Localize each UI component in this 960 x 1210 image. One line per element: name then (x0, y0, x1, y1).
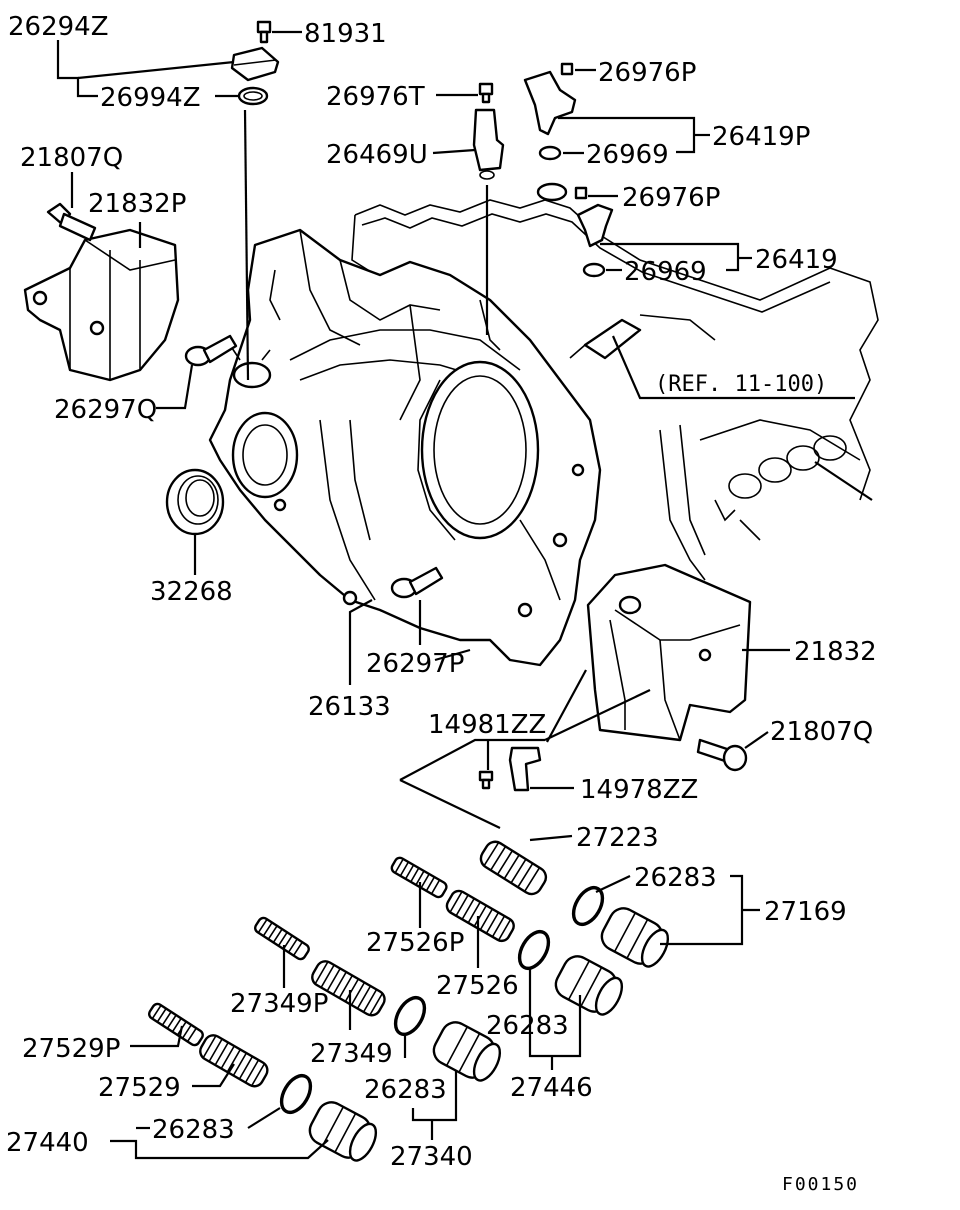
label-27529: 27529 (98, 1073, 181, 1103)
label-21832P: 21832P (88, 189, 186, 219)
transaxle-case (208, 228, 602, 667)
bracket-21832P (23, 228, 180, 382)
leader-lines (56, 30, 855, 1160)
springs (148, 840, 548, 1088)
label-27349: 27349 (310, 1039, 393, 1069)
label-26283-d: 26283 (152, 1115, 235, 1145)
oil-seal (165, 468, 225, 536)
label-26469U: 26469U (326, 140, 428, 170)
drain-plug (230, 46, 280, 106)
bolt-26297P (390, 566, 444, 599)
label-27440: 27440 (6, 1128, 89, 1158)
label-26976T: 26976T (326, 82, 425, 112)
label-14981ZZ: 14981ZZ (428, 710, 546, 740)
label-26419: 26419 (755, 245, 838, 275)
label-21832: 21832 (794, 637, 877, 667)
engine-block-outline (351, 199, 879, 581)
figure-code: F00150 (782, 1174, 859, 1195)
label-27349P: 27349P (230, 989, 328, 1019)
clamp (478, 746, 542, 792)
label-27526P: 27526P (366, 928, 464, 958)
bolt-21807Q-upper (46, 202, 97, 242)
label-32268: 32268 (150, 577, 233, 607)
label-26283-c: 26283 (364, 1075, 447, 1105)
bolt-21807Q-lower (696, 738, 748, 772)
label-27169: 27169 (764, 897, 847, 927)
label-81931: 81931 (304, 19, 387, 49)
label-21807Q-lower: 21807Q (770, 717, 873, 747)
label-26969-lower: 26969 (624, 257, 707, 287)
label-26994Z: 26994Z (100, 83, 201, 113)
label-26297Q: 26297Q (54, 395, 157, 425)
label-26283-b: 26283 (486, 1011, 569, 1041)
label-21807Q-upper: 21807Q (20, 143, 123, 173)
label-27529P: 27529P (22, 1034, 120, 1064)
bolt-81931 (256, 20, 272, 44)
label-26133: 26133 (308, 692, 391, 722)
label-reference: (REF. 11-100) (655, 372, 827, 397)
label-26419P: 26419P (712, 122, 810, 152)
label-27340: 27340 (390, 1142, 473, 1172)
label-26976P-upper: 26976P (598, 58, 696, 88)
pulse-generator-b (536, 182, 614, 278)
bolt-26297Q (184, 334, 238, 367)
label-26969-upper: 26969 (586, 140, 669, 170)
label-26283-a: 26283 (634, 863, 717, 893)
label-26294Z: 26294Z (8, 12, 109, 42)
ref-connector (569, 318, 642, 360)
label-27526: 27526 (436, 971, 519, 1001)
bracket-21832 (586, 563, 752, 742)
label-26976P-lower: 26976P (622, 183, 720, 213)
label-27446: 27446 (510, 1073, 593, 1103)
pulse-generator-a (523, 62, 577, 161)
label-14978ZZ: 14978ZZ (580, 775, 698, 805)
label-27223: 27223 (576, 823, 659, 853)
label-26297P: 26297P (366, 649, 464, 679)
o-rings (279, 885, 605, 1115)
pistons (308, 907, 670, 1162)
speed-sensor (472, 82, 505, 180)
part-labels: 26294Z 81931 26994Z 26976T 26469U 26976P… (6, 12, 877, 1195)
